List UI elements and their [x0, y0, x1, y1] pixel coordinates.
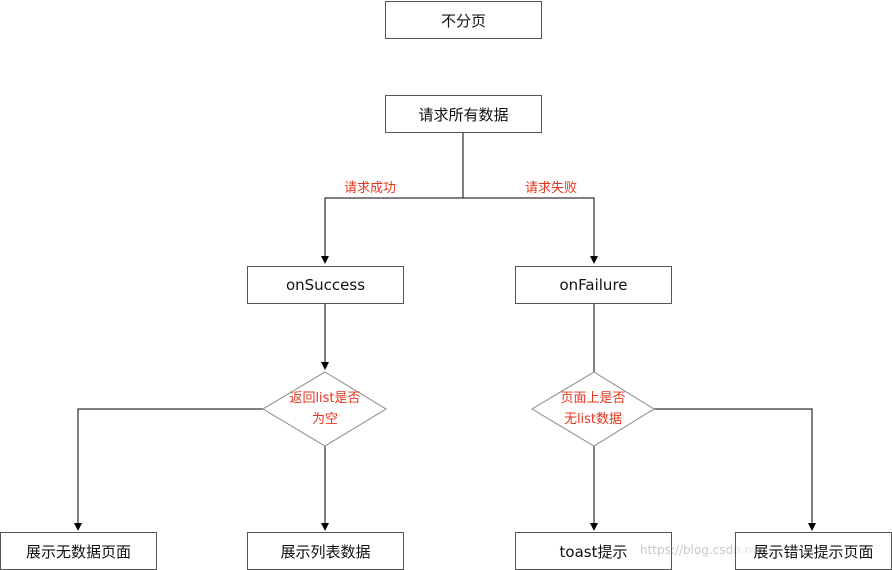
decision-label-page-no-list-line2: 无list数据	[563, 412, 623, 427]
node-show-list-data: 展示列表数据	[247, 532, 404, 570]
edge-label-request-failed: 请求失败	[525, 181, 578, 196]
decision-label-page-no-list-line1: 页面上是否	[560, 391, 626, 406]
connector-decision-to-error-page	[654, 408, 816, 531]
node-show-error-page: 展示错误提示页面	[735, 532, 892, 570]
node-request-all-data: 请求所有数据	[385, 95, 542, 133]
decision-diamond-list-empty	[262, 371, 387, 447]
node-no-paging: 不分页	[385, 1, 542, 39]
decision-diamond-page-no-list	[531, 371, 655, 447]
decision-label-list-empty: 返回list是否 为空	[270, 388, 380, 430]
connector-to-onfailure	[463, 197, 598, 264]
connector-to-onsuccess	[321, 197, 463, 264]
decision-label-list-empty-line2: 为空	[311, 412, 338, 427]
node-show-empty-page: 展示无数据页面	[0, 532, 157, 570]
decision-label-list-empty-line1: 返回list是否	[289, 391, 361, 406]
node-on-failure: onFailure	[515, 266, 672, 304]
connector-decision-to-empty-page	[74, 408, 263, 531]
edge-label-request-success: 请求成功	[344, 181, 397, 196]
decision-label-page-no-list: 页面上是否 无list数据	[538, 388, 648, 430]
node-on-success: onSuccess	[247, 266, 404, 304]
